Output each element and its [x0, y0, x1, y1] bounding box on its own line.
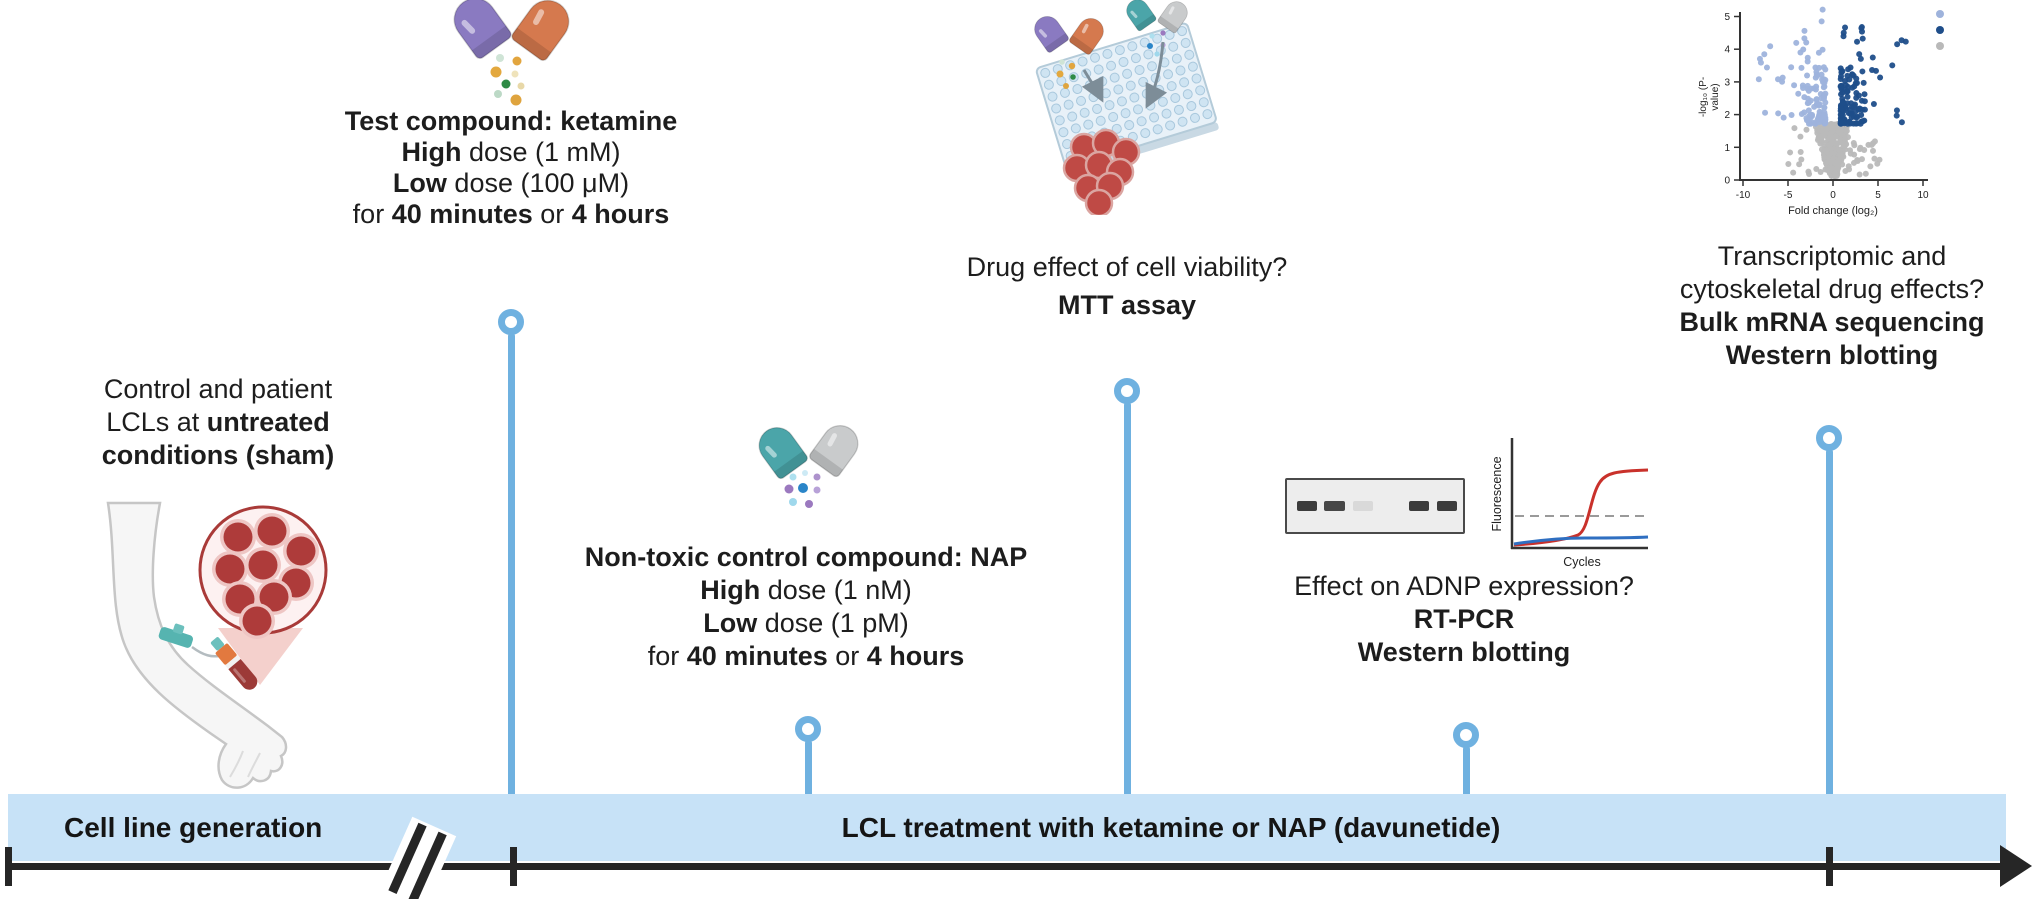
timeline-segment-cell-line-generation: Cell line generation — [64, 811, 323, 843]
connector-line-mrna — [1826, 449, 1833, 797]
timeline-band: Cell line generation LCL treatment with … — [8, 794, 2006, 861]
svg-text:3: 3 — [1724, 77, 1730, 88]
mini-nap-capsules-icon — [1126, 0, 1188, 57]
volcano-ylabel-line2: value) — [1710, 83, 1721, 110]
drop-arrow-left — [1081, 69, 1104, 103]
svg-text:4: 4 — [1724, 45, 1730, 56]
blood-draw-icon — [106, 501, 328, 789]
nap-capsule-icon — [758, 425, 859, 508]
qpcr-ylabel: Fluorescence — [1490, 456, 1504, 531]
plate-body — [1035, 22, 1219, 175]
connector-line-mtt — [1124, 402, 1131, 797]
svg-text:0: 0 — [1724, 176, 1730, 187]
butterfly-needle-icon — [158, 623, 193, 648]
drop-arrow-right — [1145, 41, 1168, 109]
connector-dot-rtpcr — [1453, 722, 1479, 748]
svg-text:10: 10 — [1917, 190, 1929, 201]
timeline-arrow-line — [8, 863, 2004, 870]
timeline-arrowhead — [2000, 845, 2032, 887]
svg-text:5: 5 — [1875, 190, 1881, 201]
connector-line-nap — [805, 740, 812, 797]
qpcr-amplification-curve — [1513, 468, 1649, 547]
ketamine-capsule-icon — [453, 0, 570, 106]
gel-blot-icon — [1285, 478, 1465, 534]
svg-text:2: 2 — [1724, 110, 1730, 121]
connector-dot-nap — [795, 716, 821, 742]
svg-text:-5: -5 — [1784, 190, 1793, 201]
connector-dot-mrna — [1816, 425, 1842, 451]
connector-dot-mtt — [1114, 378, 1140, 404]
connector-dot-ketamine — [498, 309, 524, 335]
connector-line-rtpcr — [1463, 746, 1470, 797]
mini-ketamine-capsules-icon — [1034, 16, 1104, 89]
cell-cluster-icon — [1062, 128, 1141, 215]
gel-band — [1324, 501, 1345, 511]
needle-tube — [191, 645, 220, 658]
lcl-cells — [212, 513, 319, 639]
well-plate-icon — [1034, 0, 1219, 215]
gel-band — [1353, 501, 1373, 511]
blood-tube-icon — [210, 637, 258, 690]
timeline-segment-lcl-treatment: LCL treatment with ketamine or NAP (davu… — [841, 811, 1501, 843]
volcano-plot-icon: -10 -5 0 5 10 0 1 2 3 4 5 -log₁₀ (P- value) Fold c… — [1698, 6, 1944, 217]
magnifier-cone — [218, 628, 303, 685]
svg-text:5: 5 — [1724, 12, 1730, 23]
volcano-legend-dots — [1936, 10, 1944, 50]
timeline-start-cap — [5, 847, 12, 886]
qpcr-xlabel: Cycles — [1563, 555, 1601, 569]
gel-band — [1409, 501, 1429, 511]
volcano-xlabel: Fold change (log₂) — [1788, 205, 1878, 217]
qpcr-baseline-curve — [1513, 535, 1649, 546]
timeline-tick-treatment-start — [510, 847, 517, 886]
gel-band — [1297, 501, 1317, 511]
gel-band — [1437, 501, 1457, 511]
svg-text:-10: -10 — [1736, 190, 1751, 201]
qpcr-plot-icon: Fluorescence Cycles — [1490, 438, 1649, 569]
timeline-tick-analysis — [1826, 847, 1833, 886]
volcano-ylabel-line1: -log₁₀ (P- — [1698, 77, 1709, 117]
svg-text:0: 0 — [1830, 190, 1836, 201]
callout-mtt-text: Drug effect of cell viability?MTT assay — [966, 252, 1288, 320]
svg-text:1: 1 — [1724, 143, 1730, 154]
connector-line-ketamine — [508, 333, 515, 797]
